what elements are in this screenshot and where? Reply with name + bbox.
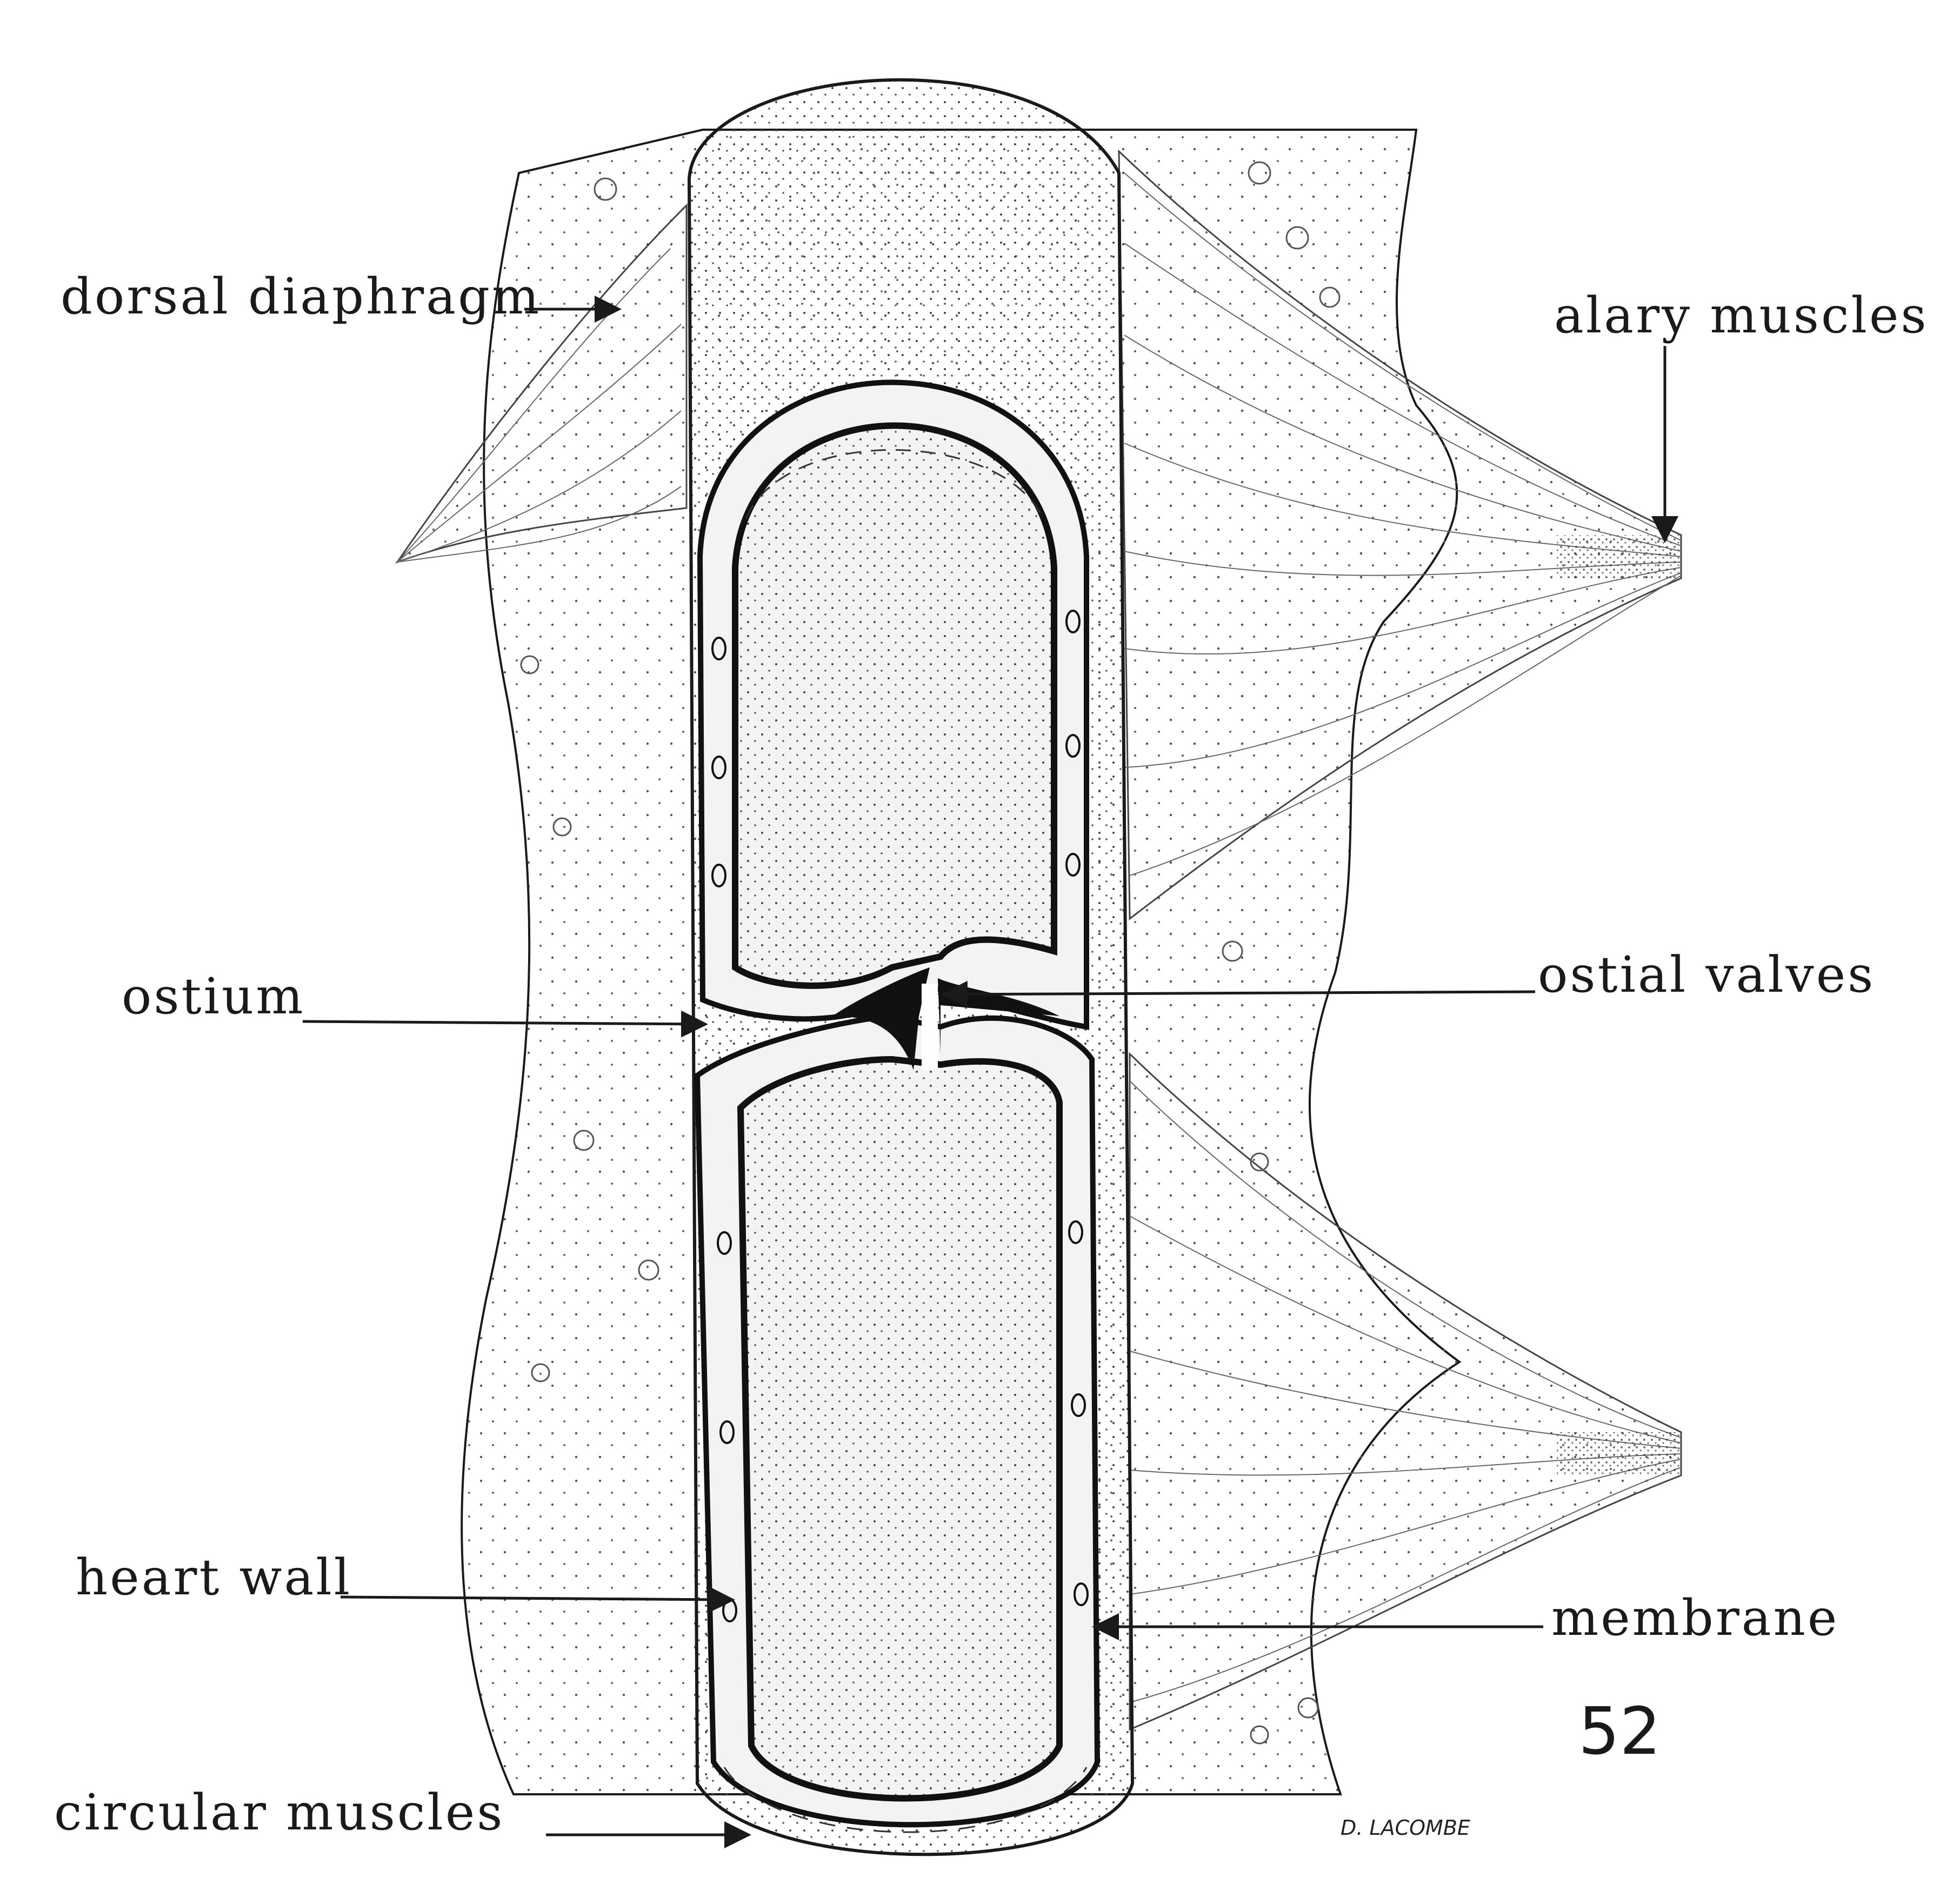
artist-signature: D. LACOMBE: [1341, 1816, 1470, 1840]
ostium-gap: [922, 984, 938, 1070]
label-circular-muscles: circular muscles: [54, 1783, 505, 1841]
label-alary-muscles: alary muscles: [1554, 286, 1929, 344]
figure-number: 52: [1578, 1694, 1661, 1769]
heart-lumen-lower: [741, 1059, 1059, 1799]
label-dorsal-diaphragm: dorsal diaphragm: [61, 268, 541, 325]
label-ostium: ostium: [122, 967, 305, 1025]
label-membrane: membrane: [1551, 1589, 1839, 1647]
label-ostial-valves: ostial valves: [1538, 946, 1875, 1004]
heart-lumen-upper: [735, 426, 1054, 986]
alary-muscle-tendon-lower: [1557, 1432, 1681, 1475]
label-heart-wall: heart wall: [76, 1548, 352, 1606]
alary-muscle-tendon-upper: [1557, 535, 1681, 578]
